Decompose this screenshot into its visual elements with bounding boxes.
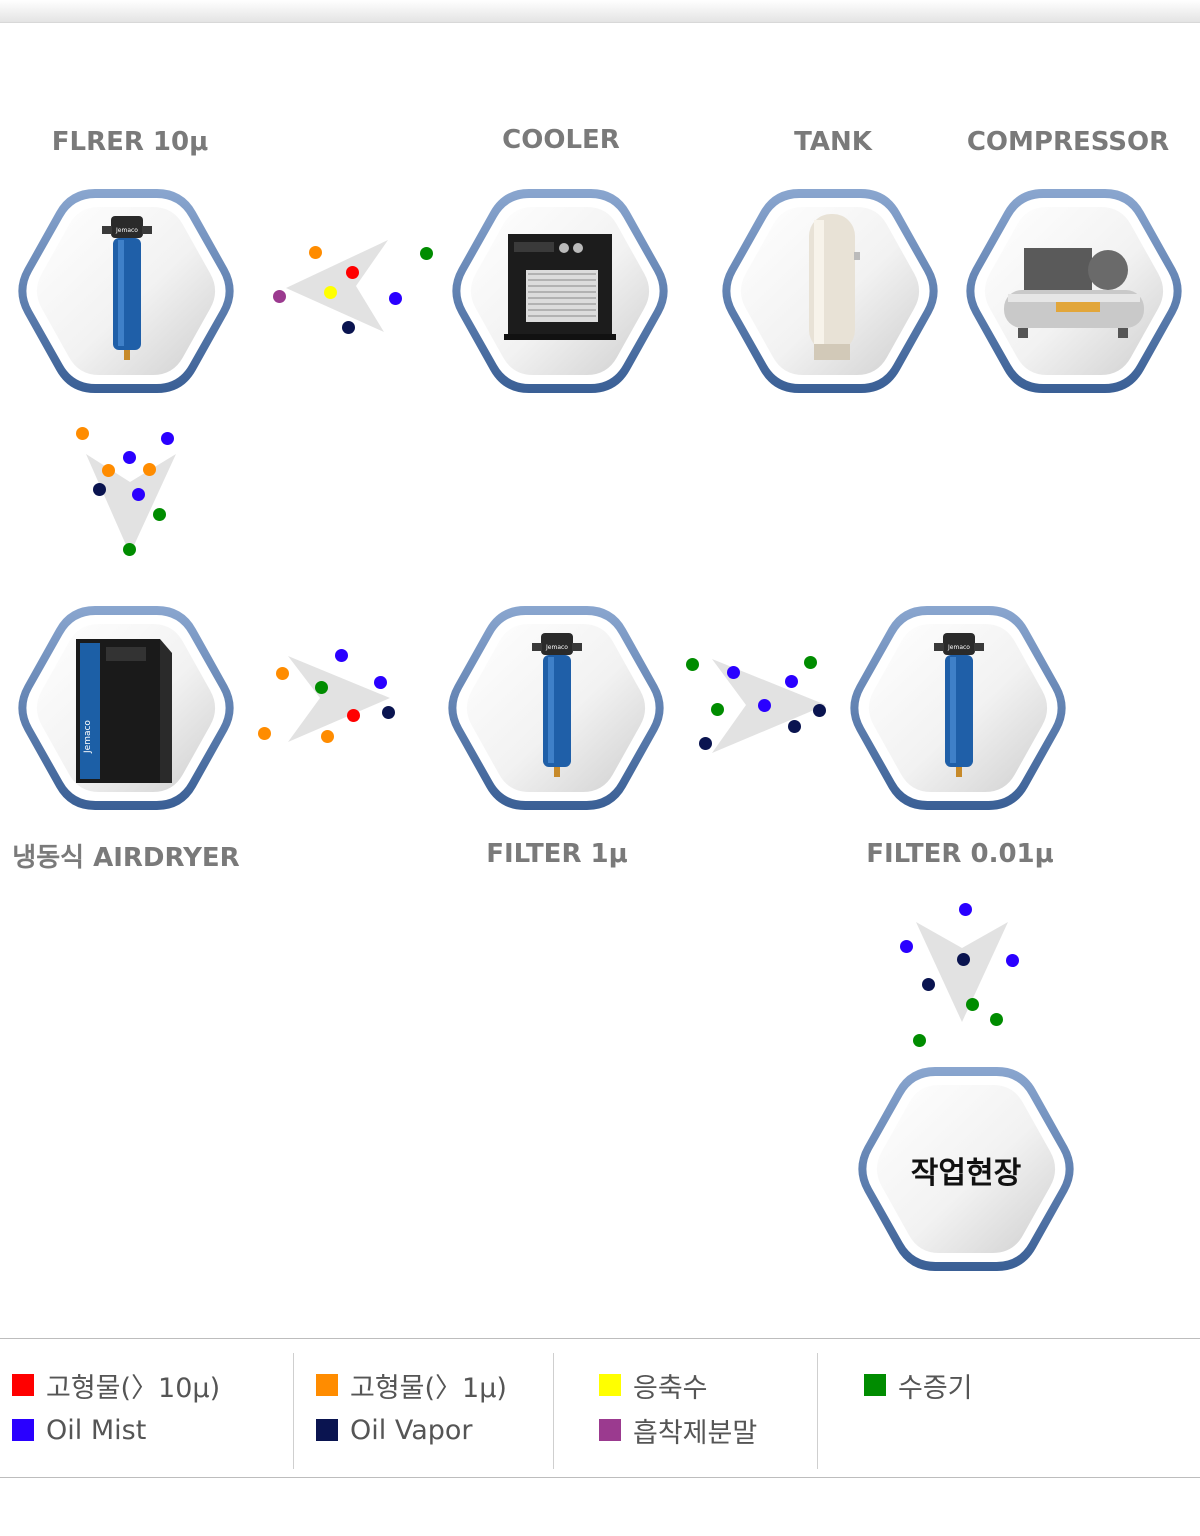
legend-item-oil-vapor: Oil Vapor <box>316 1413 473 1447</box>
hexagon-frame: Jemaco <box>850 606 1066 810</box>
legend-label: Oil Vapor <box>350 1414 473 1446</box>
particle-oil-vapor <box>93 483 106 496</box>
svg-text:Jemaco: Jemaco <box>545 644 568 651</box>
particle-oil-mist <box>785 675 798 688</box>
label-compressor: COMPRESSOR <box>966 127 1170 157</box>
hexagon-frame: Jemaco <box>448 606 664 810</box>
legend-item-solid-1: 고형물(〉1μ) <box>316 1368 507 1404</box>
legend-label: 흡착제분말 <box>633 1417 758 1449</box>
legend-swatch <box>316 1419 338 1441</box>
particle-oil-mist <box>959 903 972 916</box>
particle-oil-vapor <box>342 321 355 334</box>
filter-canister-icon: Jemaco <box>532 633 582 777</box>
particle-oil-mist <box>161 432 174 445</box>
svg-text:Jemaco: Jemaco <box>83 720 93 754</box>
svg-text:Jemaco: Jemaco <box>947 644 970 651</box>
legend-label: Oil Mist <box>46 1414 147 1446</box>
legend-divider <box>817 1353 818 1469</box>
particle-steam <box>966 998 979 1011</box>
hexagon-frame <box>722 189 938 393</box>
particle-solid-10 <box>347 709 360 722</box>
particle-oil-mist <box>389 292 402 305</box>
legend-swatch <box>12 1374 34 1396</box>
hexagon-frame <box>858 1067 1074 1271</box>
particle-oil-mist <box>123 451 136 464</box>
particle-solid-1 <box>76 427 89 440</box>
particle-steam <box>913 1034 926 1047</box>
hexagon-frame: Jemaco <box>18 189 234 393</box>
particle-solid-1 <box>143 463 156 476</box>
particle-solid-1 <box>276 667 289 680</box>
legend-label: 고형물(〉1μ) <box>350 1372 507 1404</box>
label-filter-10: FLRER 10μ <box>51 127 209 157</box>
legend-swatch <box>864 1374 886 1396</box>
particle-solid-1 <box>258 727 271 740</box>
particle-steam <box>804 656 817 669</box>
worksite-label: 작업현장 <box>910 1156 1022 1191</box>
particle-oil-mist <box>900 940 913 953</box>
filter-canister-icon: Jemaco <box>934 633 984 777</box>
air-compressor-icon <box>1004 248 1144 338</box>
particle-oil-vapor <box>957 953 970 966</box>
particle-oil-vapor <box>382 706 395 719</box>
label-filter-001: FILTER 0.01μ <box>866 839 1054 869</box>
filter-canister-icon: Jemaco <box>102 216 152 360</box>
hexagon-frame: Jemaco <box>18 606 234 810</box>
particle-oil-vapor <box>699 737 712 750</box>
particle-steam <box>123 543 136 556</box>
legend-divider <box>293 1353 294 1469</box>
hexagon-frame <box>452 189 668 393</box>
particle-oil-vapor <box>922 978 935 991</box>
legend-item-condensate: 응축수 <box>599 1368 708 1404</box>
particle-oil-vapor <box>813 704 826 717</box>
particle-steam <box>420 247 433 260</box>
particle-oil-vapor <box>788 720 801 733</box>
particle-oil-mist <box>727 666 740 679</box>
legend-label: 응축수 <box>633 1372 708 1404</box>
legend-swatch <box>316 1374 338 1396</box>
hexagon-frame <box>966 189 1182 393</box>
particle-condensate <box>324 286 337 299</box>
particle-solid-1 <box>309 246 322 259</box>
flow-arrow-filter10-to-dryer <box>86 454 176 554</box>
top-bar <box>0 0 1200 23</box>
legend-swatch <box>599 1419 621 1441</box>
particle-solid-10 <box>346 266 359 279</box>
particle-steam <box>990 1013 1003 1026</box>
legend-item-adsorbent: 흡착제분말 <box>599 1413 758 1449</box>
legend-swatch <box>12 1419 34 1441</box>
air-tank-icon <box>809 214 860 360</box>
cooler-unit-icon <box>504 234 616 340</box>
particle-solid-1 <box>102 464 115 477</box>
svg-text:Jemaco: Jemaco <box>115 227 138 234</box>
flow-arrow-filter001-to-worksite <box>916 922 1008 1022</box>
particle-steam <box>315 681 328 694</box>
particle-solid-1 <box>321 730 334 743</box>
label-filter-1: FILTER 1μ <box>486 839 628 869</box>
legend-item-oil-mist: Oil Mist <box>12 1413 146 1447</box>
legend-divider <box>553 1353 554 1469</box>
particle-steam <box>711 703 724 716</box>
legend-label: 고형물(〉10μ) <box>46 1372 221 1404</box>
legend-label: 수증기 <box>898 1372 973 1404</box>
particle-oil-mist <box>1006 954 1019 967</box>
legend-swatch <box>599 1374 621 1396</box>
particle-oil-mist <box>374 676 387 689</box>
particle-oil-mist <box>132 488 145 501</box>
label-cooler: COOLER <box>502 125 620 155</box>
particle-oil-mist <box>335 649 348 662</box>
particle-steam <box>686 658 699 671</box>
legend-item-solid-10: 고형물(〉10μ) <box>12 1368 221 1404</box>
airdryer-unit-icon: Jemaco <box>76 639 172 783</box>
legend-item-steam: 수증기 <box>864 1368 973 1404</box>
label-airdryer: 냉동식 AIRDRYER <box>12 843 240 873</box>
flow-arrow-dryer-to-filter1 <box>288 656 390 742</box>
particle-adsorbent <box>273 290 286 303</box>
flow-arrow-cooler-to-filter10 <box>286 240 388 332</box>
legend: 고형물(〉10μ) 고형물(〉1μ) 응축수 수증기 Oil Mist Oil … <box>0 1338 1200 1478</box>
particle-oil-mist <box>758 699 771 712</box>
label-tank: TANK <box>794 127 872 157</box>
particle-steam <box>153 508 166 521</box>
